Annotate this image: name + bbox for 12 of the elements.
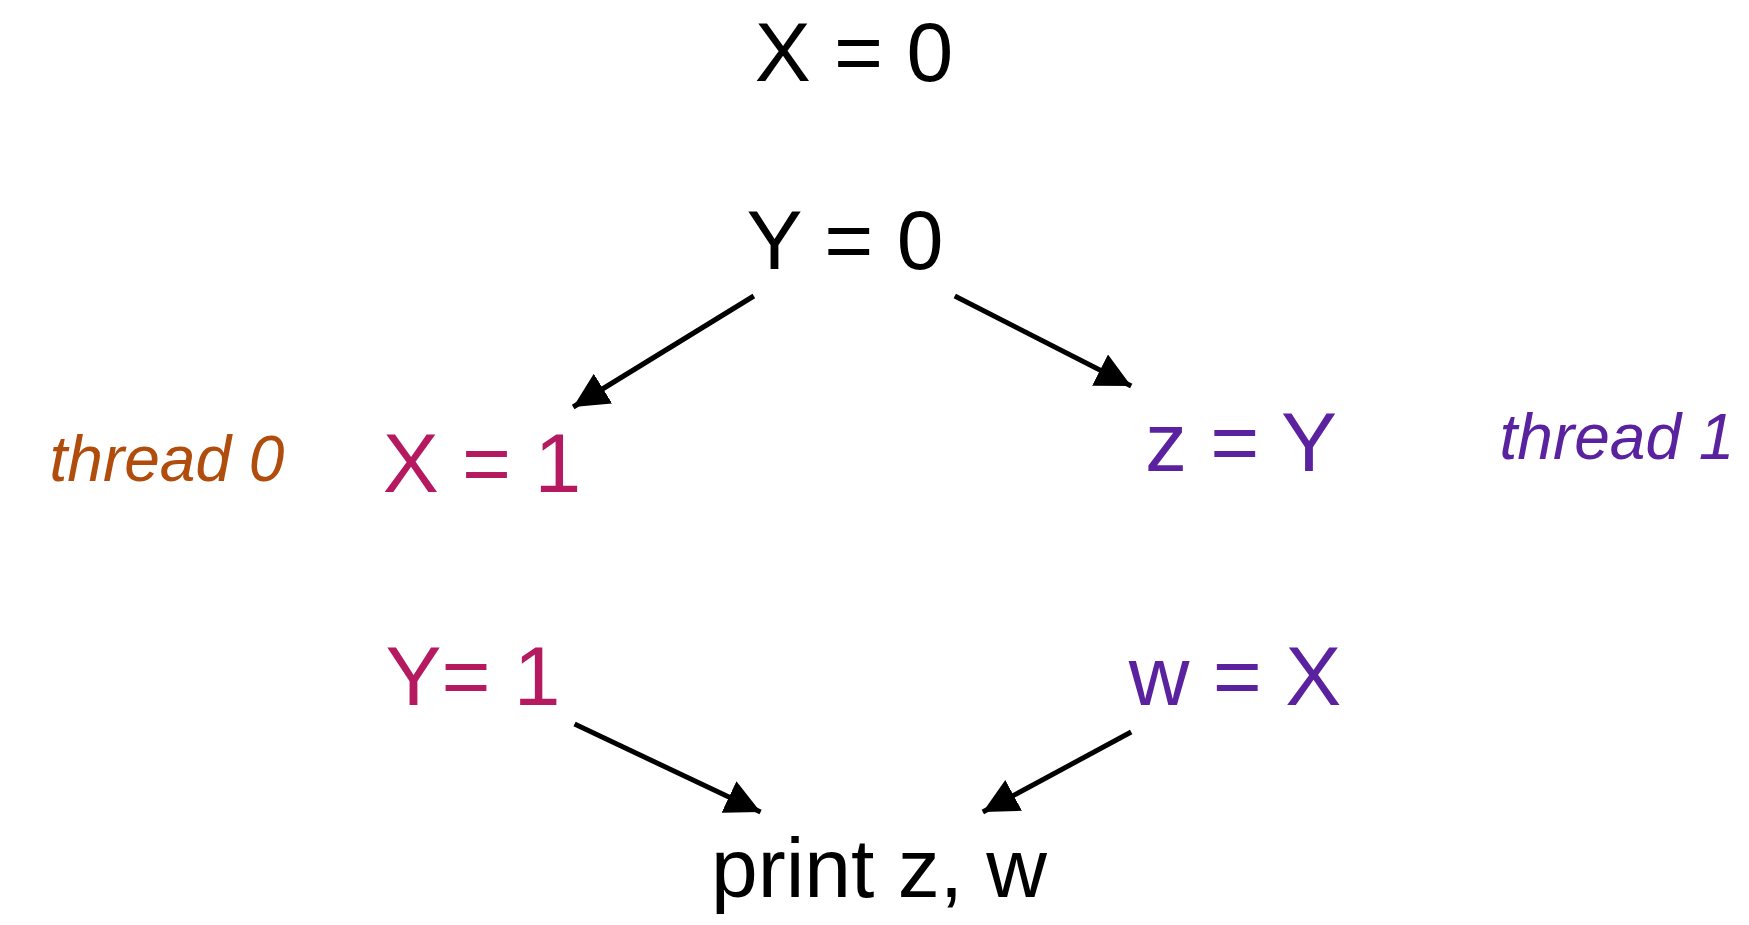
statement-text: Y = 0 <box>746 198 944 282</box>
statement-text: Y= 1 <box>385 634 561 718</box>
thread-label: thread 0 <box>49 427 285 491</box>
arrow <box>981 729 1133 815</box>
statement-text: X = 0 <box>754 10 954 94</box>
thread-label: thread 1 <box>1499 405 1735 469</box>
statement-text: w = X <box>1128 634 1342 718</box>
statement-text: z = Y <box>1144 400 1338 484</box>
arrow <box>573 721 762 815</box>
arrow <box>571 293 756 410</box>
arrow <box>953 293 1133 389</box>
statement-text: X = 1 <box>382 421 582 505</box>
